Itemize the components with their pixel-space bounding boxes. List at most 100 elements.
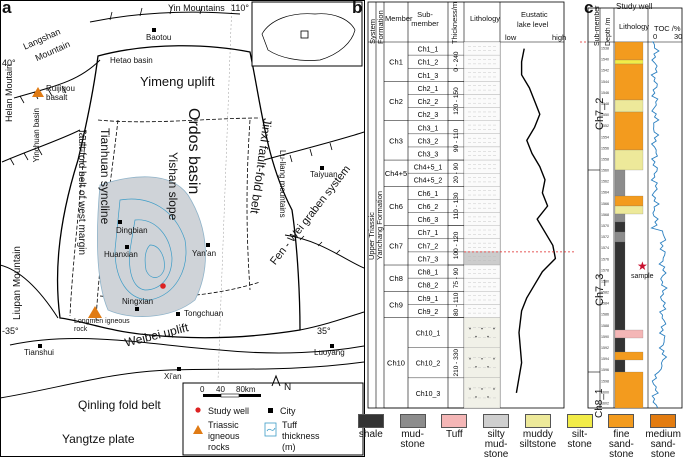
depth-label: 1580	[601, 279, 609, 283]
city-xian: Xi'an	[164, 372, 182, 381]
panel-a-letter: a	[2, 0, 12, 17]
submember-label: Ch7_2	[418, 243, 439, 250]
well-header-submember: Sub-member	[594, 5, 601, 46]
lith-legend-label: stone	[650, 449, 676, 460]
toc-curve	[650, 41, 668, 409]
well-lith-block	[614, 371, 644, 409]
lithology-cell	[463, 68, 501, 82]
depth-label: 1542	[601, 69, 609, 73]
lithology-cell	[463, 347, 501, 378]
scale-80: 80km	[236, 385, 256, 394]
label-qinling: Qinling fold belt	[78, 398, 161, 412]
interval-ch7-3: Ch7_3	[594, 273, 606, 306]
submember-label: Ch10_1	[416, 331, 441, 338]
well-lith-block	[614, 41, 644, 61]
label-helan: Helan Moutain	[4, 64, 14, 123]
label-lat-40: 40°	[2, 58, 16, 68]
depth-label: 1598	[601, 379, 609, 383]
lith-legend-swatch	[483, 414, 510, 428]
scale-40: 40	[216, 385, 225, 394]
member-label: Ch10	[387, 359, 405, 368]
lithology-cell	[463, 238, 501, 253]
thickness-label: 75 - 90	[453, 268, 460, 289]
lithology-cell	[463, 304, 501, 318]
sample-star-icon: ★	[637, 259, 648, 273]
submember-label: Ch7_1	[418, 230, 439, 237]
thickness-label: 210 - 330	[453, 349, 460, 377]
lith-legend-label: stone	[400, 439, 425, 450]
interval-ch7-2: Ch7_2	[594, 97, 606, 130]
header-eustatic: Eustatic	[521, 10, 548, 19]
depth-label: 1540	[601, 58, 609, 62]
depth-label: 1544	[601, 80, 609, 84]
member-label: Ch8	[389, 274, 403, 283]
lith-legend-label: mud-	[484, 439, 508, 450]
lithology-cell	[463, 81, 501, 95]
lith-legend-label: silty	[487, 429, 505, 440]
well-header-toc: TOC /%	[654, 24, 681, 33]
label-yishan-slope: Yishan slope	[166, 152, 180, 221]
submember-label: Ch1_2	[418, 60, 439, 67]
label-baotou: Baotou	[146, 33, 172, 42]
lithology-cell	[463, 133, 501, 148]
depth-label: 1538	[601, 47, 609, 51]
lithology-cell	[463, 94, 501, 108]
lithology-cell	[463, 377, 501, 409]
submember-label: Ch3_2	[418, 138, 439, 145]
depth-label: 1586	[601, 313, 609, 317]
well-lith-block	[614, 149, 644, 171]
submember-label: Ch2_1	[418, 86, 439, 93]
depth-label: 1574	[601, 246, 609, 250]
depth-label: 1566	[601, 202, 609, 206]
thickness-label: 120 - 150	[453, 87, 460, 115]
depth-label: 1570	[601, 224, 609, 228]
thickness-label: 20 - 90	[453, 163, 460, 184]
well-header-depth: Depth /m	[605, 17, 612, 46]
formation-yanchang: Yanchang Formation	[375, 190, 384, 260]
submember-label: Ch6_1	[418, 191, 439, 198]
well-toc-30: 30	[674, 32, 683, 41]
well-lith-block	[614, 231, 626, 243]
lith-legend-swatch	[399, 414, 426, 428]
well-lith-block	[614, 205, 644, 215]
lith-legend-label: medium	[645, 429, 681, 440]
depth-label: 1588	[601, 324, 609, 328]
lithology-cell	[463, 159, 501, 174]
thickness-label: 90 - 110	[453, 128, 460, 152]
well-lith-block	[614, 351, 644, 361]
city-tianshui: Tianshui	[24, 348, 54, 357]
header-member: Member	[385, 14, 413, 23]
well-lith-block	[614, 195, 644, 207]
label-yin-mountains: Yin Mountains	[168, 3, 225, 13]
well-lith-block	[614, 337, 626, 353]
depth-label: 1572	[601, 235, 609, 239]
label-basalt: basalt	[46, 93, 68, 102]
depth-label: 1554	[601, 135, 609, 139]
lithology-cell	[463, 54, 501, 69]
submember-label: Ch10_2	[416, 361, 441, 368]
label-liupan: Liupan Mountain	[12, 246, 23, 320]
lithology-cell	[463, 212, 501, 226]
label-yangtze: Yangtze plate	[62, 432, 135, 446]
lith-legend-label: shale	[358, 429, 383, 440]
label-lat-35-right: 35°	[317, 326, 331, 336]
depth-label: 1578	[601, 268, 609, 272]
submember-label: Ch8_2	[418, 283, 439, 290]
well-lith-block	[614, 221, 626, 233]
lithology-cell	[463, 146, 501, 161]
lithology-cell	[463, 107, 501, 121]
eustatic-curve	[515, 48, 557, 394]
depth-label: 1560	[601, 169, 609, 173]
header-lithology: Lithology	[470, 14, 501, 23]
depth-label: 1546	[601, 91, 609, 95]
well-lith-block	[614, 63, 644, 101]
city-yanan: Yan'an	[192, 249, 217, 258]
lith-legend-swatch	[524, 414, 551, 428]
submember-label: Ch3_3	[418, 152, 439, 159]
submember-label: Ch4+5_2	[414, 178, 443, 185]
lith-legend-swatch	[357, 414, 384, 428]
depth-label: 1562	[601, 180, 609, 184]
depth-label: 1576	[601, 257, 609, 261]
submember-label: Ch1_3	[418, 73, 439, 80]
lith-legend-label: Tuff	[446, 429, 463, 440]
